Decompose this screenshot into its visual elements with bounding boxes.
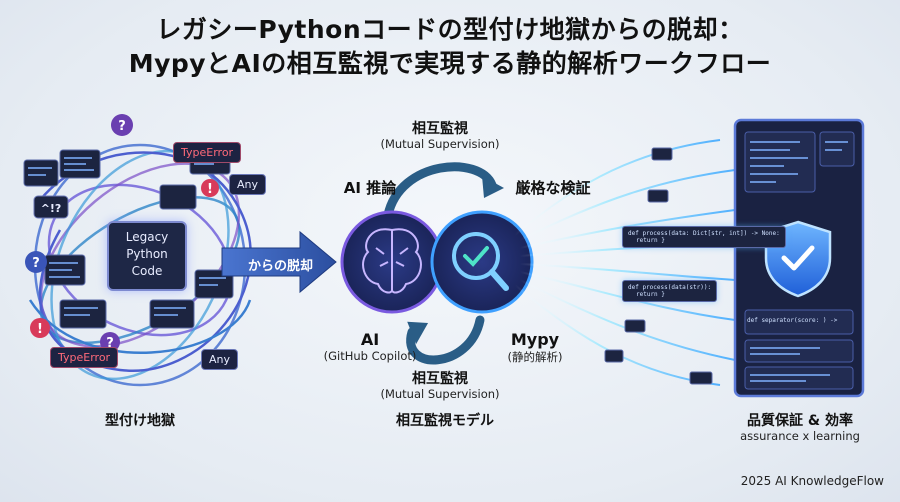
- svg-text:?: ?: [106, 336, 114, 351]
- magnifier-check-icon: [452, 232, 509, 291]
- code-snippet-2-line2: return }: [636, 291, 665, 298]
- top-supervision-sub: (Mutual Supervision): [380, 137, 500, 151]
- quality-panel: [733, 118, 865, 398]
- footer-credit: 2025 AI KnowledgeFlow: [740, 474, 884, 488]
- mypy-name-label: Mypy: [510, 330, 560, 349]
- code-snippet-3: def separator(score: ) ->: [747, 317, 838, 324]
- escape-arrow: [221, 230, 337, 294]
- svg-text:?: ?: [32, 256, 40, 271]
- legacy-line1: Legacy: [125, 230, 169, 244]
- typeerror-tag-bottom: TypeError: [50, 347, 119, 368]
- code-snippet-1-line1: def process(data: Dict[str, int]) -> Non…: [628, 230, 780, 237]
- legacy-line3: Code: [131, 264, 163, 278]
- any-tag-bottom: Any: [201, 349, 239, 370]
- page-title-line2: MypyとAIの相互監視で実現する静的解析ワークフロー: [128, 49, 772, 78]
- legacy-code-box: Legacy Python Code: [107, 221, 187, 291]
- mypy-sub-label: (静的解析): [507, 350, 563, 364]
- top-supervision-label: 相互監視: [412, 121, 468, 137]
- brain-icon: [362, 228, 422, 294]
- ai-sub-label: (GitHub Copilot): [323, 349, 417, 363]
- left-caption: 型付け地獄: [105, 413, 175, 429]
- right-caption: 品質保証 & 効率: [747, 413, 853, 429]
- svg-text:^!?: ^!?: [41, 202, 62, 215]
- page-title-line1: レガシーPythonコードの型付け地獄からの脱却：: [156, 15, 744, 44]
- ai-inference-label: AI 推論: [343, 179, 397, 197]
- code-snippet-1: def process(data: Dict[str, int]) -> Non…: [622, 226, 786, 248]
- escape-arrow-label: からの脱却: [248, 259, 314, 274]
- code-snippet-1-line2: return }: [636, 237, 665, 244]
- stream-snippet-chips: [604, 147, 713, 385]
- typeerror-tag-top: TypeError: [173, 142, 242, 163]
- ai-name-label: AI: [360, 330, 380, 349]
- code-snippet-2-line1: def process(data(str)):: [628, 284, 712, 291]
- any-tag-top: Any: [229, 174, 267, 195]
- code-snippet-2: def process(data(str)): return }: [622, 280, 718, 302]
- mutual-supervision-loop: [340, 162, 534, 365]
- legacy-line2: Python: [126, 247, 168, 261]
- strict-check-label: 厳格な検証: [515, 179, 591, 197]
- center-caption: 相互監視モデル: [396, 413, 494, 429]
- bottom-supervision-sub: (Mutual Supervision): [380, 387, 500, 401]
- svg-text:?: ?: [118, 119, 126, 134]
- svg-text:!: !: [207, 182, 213, 197]
- right-sub-caption: assurance x learning: [740, 429, 860, 443]
- bottom-supervision-label: 相互監視: [412, 371, 468, 387]
- svg-text:!: !: [37, 322, 43, 337]
